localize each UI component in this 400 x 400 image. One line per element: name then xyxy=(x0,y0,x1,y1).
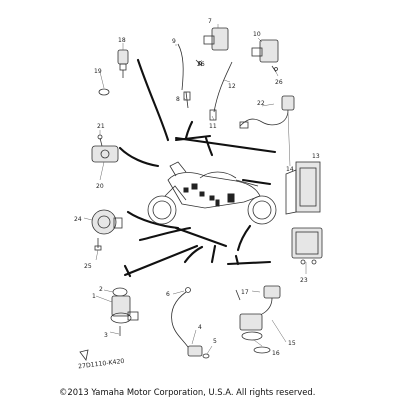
bracket-sensor xyxy=(118,146,160,168)
bracket-wiring xyxy=(174,136,277,154)
ignition-coil-10 xyxy=(259,39,279,63)
callout-labels: 1 2 3 4 5 6 7 8 9 10 11 12 13 14 15 16 1… xyxy=(74,18,320,357)
bracket-relay xyxy=(210,244,217,264)
group-brackets xyxy=(118,58,277,278)
callout-18: 18 xyxy=(118,37,126,44)
bracket-center xyxy=(174,226,228,248)
callout-22: 22 xyxy=(257,100,265,107)
drawing-code: 27D1110-K420 xyxy=(78,358,125,371)
front-wheel xyxy=(147,195,177,225)
ecu-cover-14 xyxy=(285,169,297,215)
bracket-stem xyxy=(184,120,194,140)
callout-1: 1 xyxy=(92,293,96,300)
callout-16: 16 xyxy=(272,350,280,357)
bracket-ecu xyxy=(241,178,272,186)
bracket-horn xyxy=(126,210,180,230)
callout-21: 21 xyxy=(97,123,105,130)
rear-wheel xyxy=(247,195,277,225)
sensor-22 xyxy=(239,95,295,129)
bracket-starter xyxy=(123,244,199,277)
callout-24: 24 xyxy=(74,216,82,223)
fork xyxy=(164,185,187,201)
callout-19: 19 xyxy=(94,68,102,75)
copyright-notice: ©2013 Yamaha Motor Corporation, U.S.A. A… xyxy=(59,387,315,397)
callout-8: 8 xyxy=(176,96,180,103)
starter-1-2-3 xyxy=(110,287,139,336)
callout-10: 10 xyxy=(253,31,261,38)
front-arrow-icon xyxy=(79,349,89,361)
horn-24-25 xyxy=(91,209,123,251)
callout-12: 12 xyxy=(228,83,236,90)
callout-23: 23 xyxy=(300,277,308,284)
callout-14: 14 xyxy=(286,166,294,173)
ignition-coil-group xyxy=(177,27,279,121)
plug-11 xyxy=(209,109,217,121)
bracket-regulator xyxy=(226,254,272,266)
callout-11: 11 xyxy=(209,123,217,130)
callout-26: 26 xyxy=(197,61,205,68)
callout-7: 7 xyxy=(208,18,212,25)
motorcycle-outline xyxy=(147,161,277,225)
plug-cap-12 xyxy=(213,61,233,113)
callout-15: 15 xyxy=(288,340,296,347)
callout-26-second: 26 xyxy=(275,79,283,86)
callout-17: 17 xyxy=(241,289,249,296)
seat xyxy=(235,179,259,187)
callout-2: 2 xyxy=(99,286,103,293)
plug-8 xyxy=(183,91,191,101)
bracket-ecu-2 xyxy=(236,224,252,252)
callout-25: 25 xyxy=(84,263,92,270)
tank xyxy=(199,171,237,179)
sensor-15-16-17 xyxy=(235,285,281,354)
bracket-speed xyxy=(183,245,204,264)
leader-lines xyxy=(83,24,307,355)
bracket-starter-tip xyxy=(123,264,132,278)
bike-body xyxy=(167,172,261,209)
callout-3: 3 xyxy=(104,332,108,339)
speed-sensor-4-5-6 xyxy=(171,287,210,359)
sensor-18-19 xyxy=(98,43,129,96)
handlebar xyxy=(169,161,187,177)
callout-9: 9 xyxy=(172,38,176,45)
ignition-coil-7 xyxy=(211,27,229,51)
callout-5: 5 xyxy=(213,338,217,345)
bracket-horn-2 xyxy=(138,226,192,242)
callout-20: 20 xyxy=(96,183,104,190)
plug-cap-9 xyxy=(177,43,184,91)
callout-4: 4 xyxy=(198,324,202,331)
sensor-20-21 xyxy=(91,134,119,163)
ecu-13-14 xyxy=(285,161,321,215)
callout-13: 13 xyxy=(312,153,320,160)
bracket-ignition xyxy=(136,58,170,142)
callout-6: 6 xyxy=(166,291,170,298)
relay-23 xyxy=(291,227,323,265)
